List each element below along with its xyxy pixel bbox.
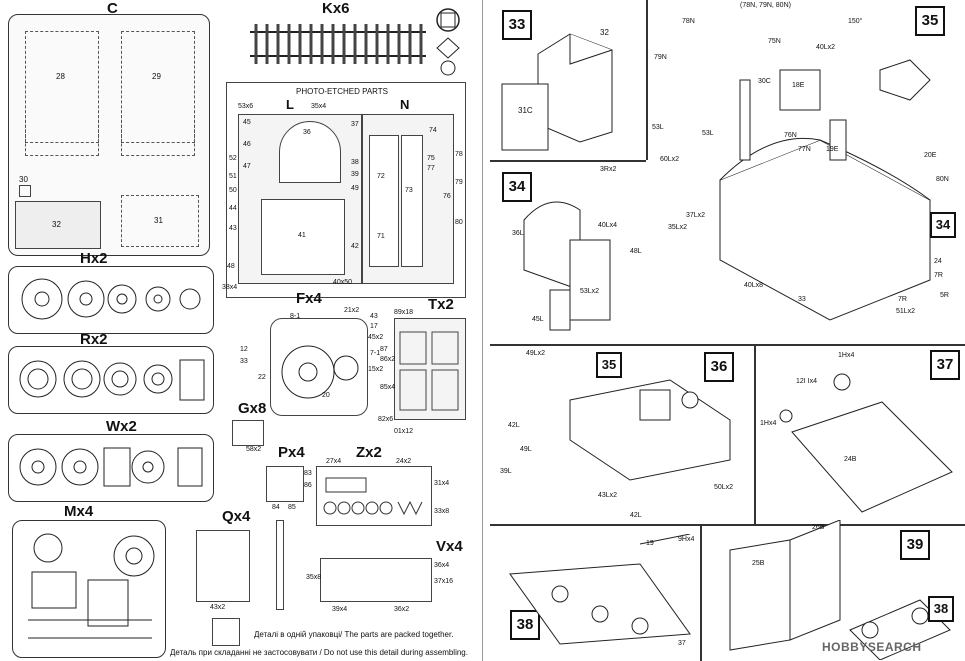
pe-l-41: 41: [261, 199, 345, 275]
sprue-zx2-label: Zx2: [356, 444, 382, 461]
part-30: [19, 185, 31, 197]
step-36-badge: 36: [704, 352, 734, 382]
pe-n-72: [369, 135, 399, 267]
px4-strip: [276, 520, 284, 610]
pe-n-label: N: [400, 97, 410, 112]
step-38-badge: 38: [510, 610, 540, 640]
footer-note: Деталь при складанні не застосовувати / …: [170, 648, 468, 657]
sprue-qx4-label: Qx4: [222, 508, 251, 525]
sprue-gx8-label: Gx8: [238, 400, 267, 417]
part-29-panel: 29: [121, 31, 195, 143]
grid-v1: [646, 0, 648, 160]
sprue-mx4: [12, 520, 166, 658]
sprue-hx2: [8, 266, 214, 334]
step-33-badge: 33: [502, 10, 532, 40]
sprue-c-label: C: [107, 0, 118, 17]
sprue-kx6-rail: [250, 24, 426, 64]
step-33-drawing: [501, 33, 613, 151]
packed-note: Деталі в одній упаковці/ The parts are p…: [254, 630, 454, 639]
sprue-rx2-wheels: [19, 359, 205, 401]
step-38b-badge: 38: [928, 596, 954, 622]
step-35-drawing: [719, 59, 931, 321]
sprue-fx4-parts: [281, 345, 359, 399]
sprue-hx2-wheels: [21, 278, 201, 320]
sprue-vx4: [320, 558, 432, 602]
step-34-drawing: [523, 201, 611, 331]
sprue-tx2-grid: [399, 331, 459, 411]
right-page: 33 32 31C 34 3Rx2 36L 40Lx4 48L 53Lx2 45…: [490, 0, 965, 661]
sprue-hx2-label: Hx2: [80, 250, 108, 267]
page-divider: [482, 0, 483, 661]
step-35b-drawing: [569, 379, 731, 481]
part-29b-panel: [121, 115, 195, 156]
sprue-mx4-parts: [28, 533, 155, 639]
sprue-px4: [266, 466, 304, 502]
part-28-panel: 28: [25, 31, 99, 143]
sprue-wx2-label: Wx2: [106, 418, 137, 435]
sprue-mx4-label: Mx4: [64, 503, 94, 520]
step-34-badge: 34: [502, 172, 532, 202]
sprue-fx4-label: Fx4: [296, 290, 322, 307]
sprue-kx6-label: Kx6: [322, 0, 350, 17]
sprue-gx8: [232, 420, 264, 446]
step-39-badge: 39: [900, 530, 930, 560]
grid-v3: [700, 524, 702, 661]
part-30-label: 30: [19, 175, 28, 184]
sprue-px4-label: Px4: [278, 444, 305, 461]
sprue-zx2: [316, 466, 432, 526]
qx4-square: [212, 618, 240, 646]
pe-l-label: L: [286, 97, 294, 112]
grid-h3: [490, 524, 965, 526]
part-32-panel: 32: [15, 201, 101, 249]
pe-n-sheet: 72 71 73 74 75 76 77 78 79 80: [362, 114, 463, 284]
sprue-tx2: [394, 318, 466, 420]
grid-h2: [490, 344, 965, 346]
photo-etched-title: PHOTO-ETCHED PARTS: [296, 87, 389, 96]
photo-etched-frame: [226, 82, 466, 298]
sprue-vx4-label: Vx4: [436, 538, 463, 555]
sprue-wx2-wheels: [19, 447, 203, 487]
pe-l-dome: [279, 121, 341, 183]
step-38-drawing: [509, 534, 691, 645]
part-31-panel: 31: [121, 195, 199, 247]
sprue-fx4: [270, 318, 368, 416]
grid-v2: [754, 344, 756, 524]
watermark: HOBBYSEARCH: [822, 640, 922, 654]
step-34b-badge: 34: [930, 212, 956, 238]
left-page: C 28 29 30 32 31 Kx6 PHOTO-ETCHED PARTS …: [0, 0, 477, 661]
sprue-c: 28 29 30 32 31: [8, 14, 210, 256]
step-37-badge: 37: [930, 350, 960, 380]
pe-l-sheet: 53x6 35x4 36 37 41 38 39 40x50 42 43 44 …: [227, 103, 362, 286]
sprue-rx2: [8, 346, 214, 414]
sprue-tx2-label: Tx2: [428, 296, 454, 313]
sprue-wx2: [8, 434, 214, 502]
sprue-qx4: [196, 530, 250, 602]
step-35-badge: 35: [915, 6, 945, 36]
step-37-drawing: [779, 373, 953, 513]
sign-icons: [436, 8, 460, 76]
grid-h1: [490, 160, 646, 162]
sprue-rx2-label: Rx2: [80, 331, 108, 348]
part-28b-panel: [25, 115, 99, 156]
step-39-drawing: [729, 520, 951, 660]
pe-n-73: [401, 135, 423, 267]
step-35b-badge: 35: [596, 352, 622, 378]
sprue-zx2-parts: [323, 477, 423, 516]
